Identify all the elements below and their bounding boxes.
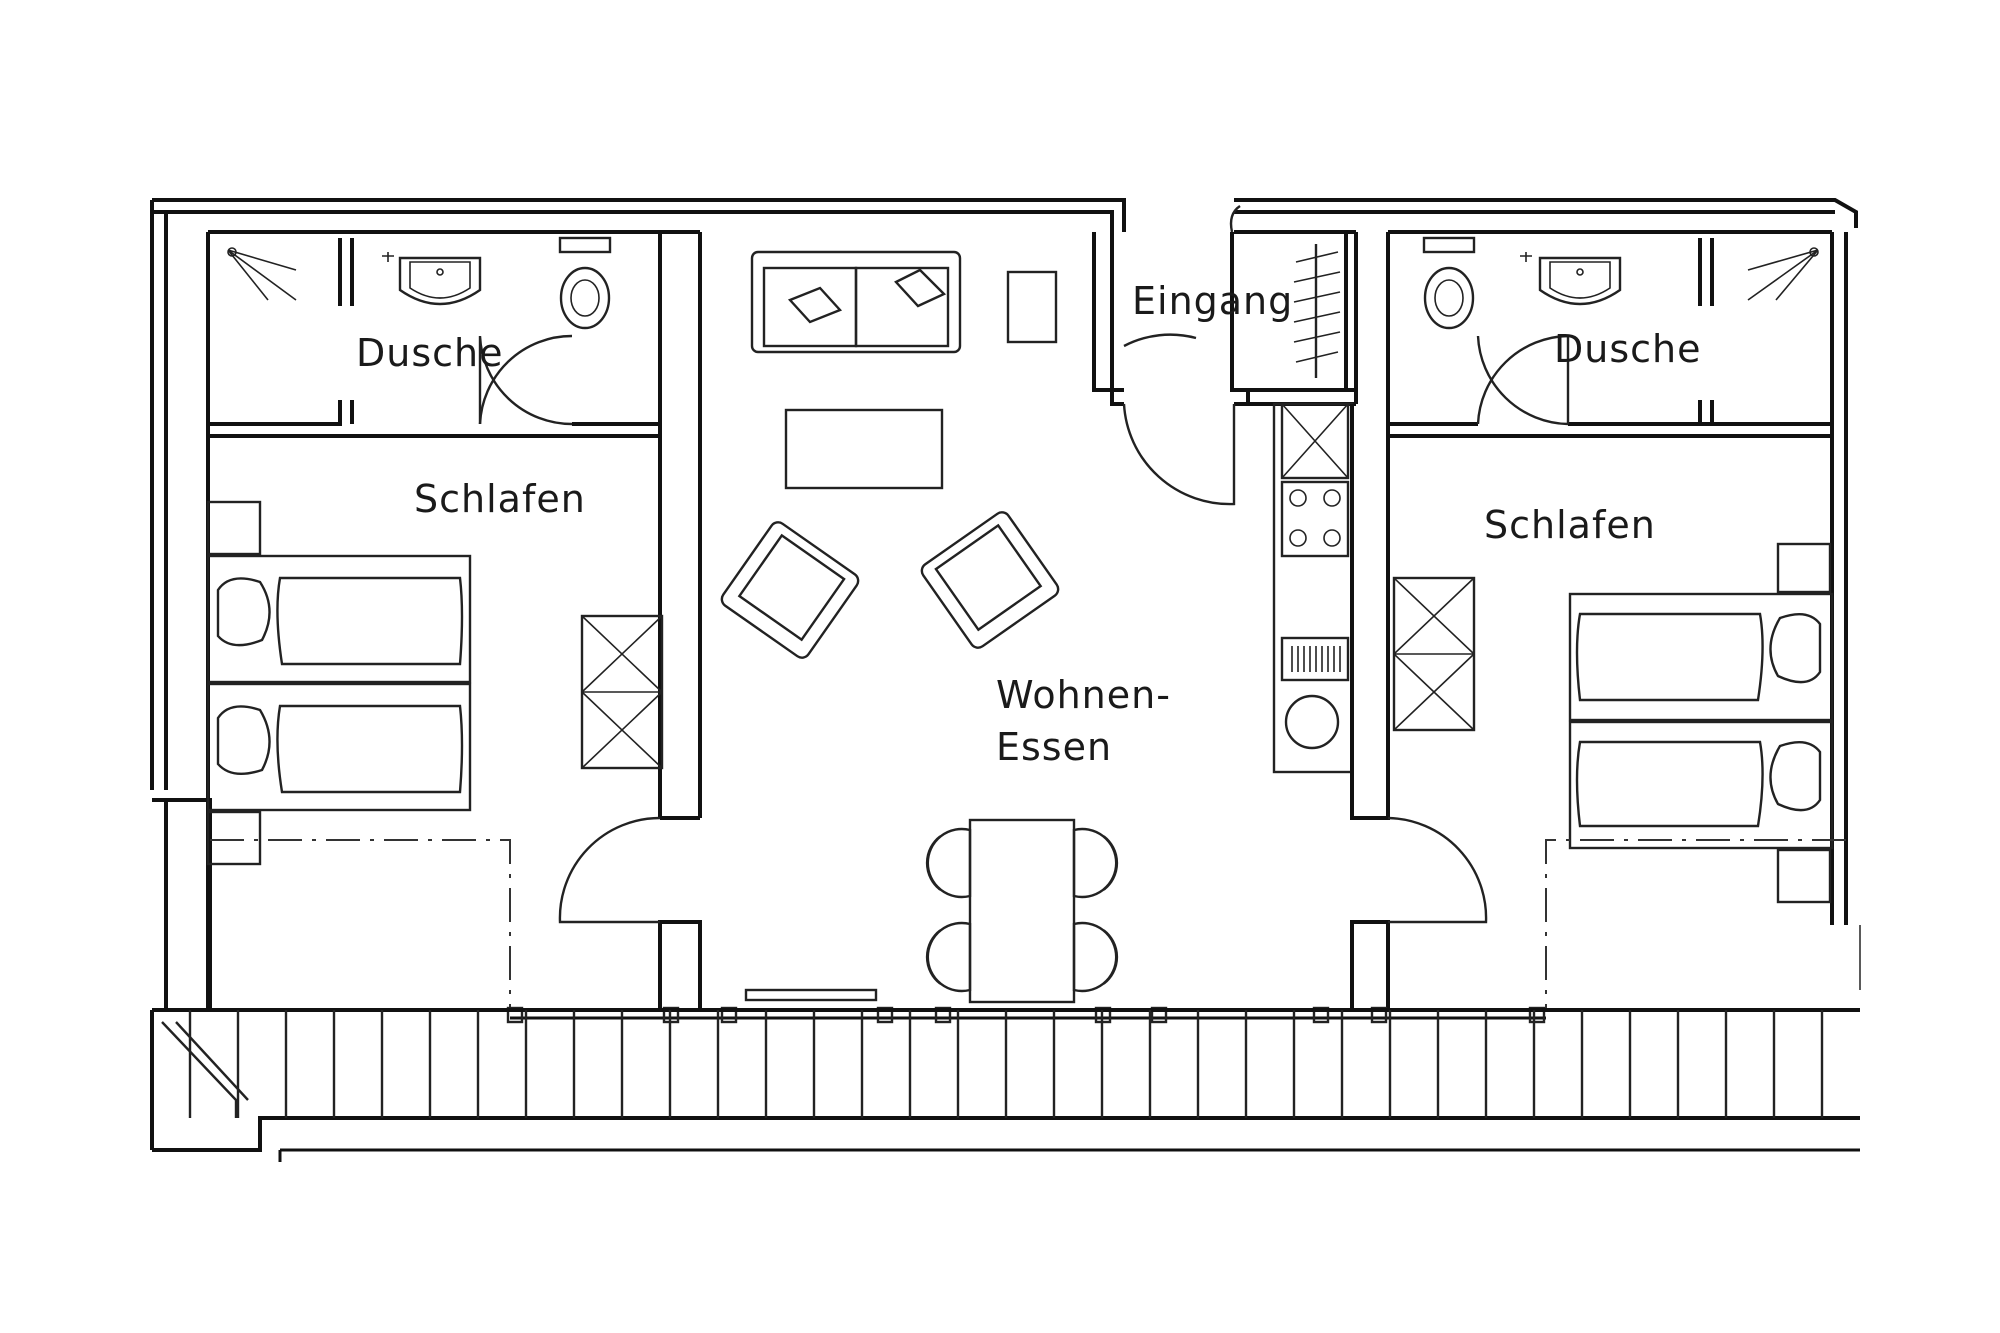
coat-rack xyxy=(1293,244,1341,378)
sink-right xyxy=(1520,252,1622,306)
sink-left xyxy=(382,252,482,306)
armchair-left xyxy=(720,521,860,659)
coffee-table xyxy=(784,408,944,490)
dining-table xyxy=(925,818,1119,1004)
outer-walls xyxy=(150,198,1861,1010)
shower-tray-left xyxy=(227,247,297,301)
room-label-sleep-right: Schlafen xyxy=(1484,503,1656,547)
left-bedroom-walls xyxy=(208,230,702,1012)
room-label-living-1: Wohnen- xyxy=(996,673,1171,717)
side-table xyxy=(1006,270,1058,344)
sofa xyxy=(750,250,962,354)
dashed-opening-right xyxy=(1545,839,1846,1010)
room-label-shower-right: Dusche xyxy=(1554,327,1702,371)
room-label-shower-left: Dusche xyxy=(356,331,504,375)
room-label-entrance: Eingang xyxy=(1132,279,1293,323)
room-label-living-2: Essen xyxy=(996,725,1112,769)
toilet-right xyxy=(1422,236,1476,330)
wardrobe-left xyxy=(580,614,664,770)
dashed-opening-left xyxy=(210,839,511,1010)
floor-mat xyxy=(744,988,878,1002)
bunk-beds-left xyxy=(206,500,472,866)
bunk-beds-right xyxy=(1568,542,1834,904)
wardrobe-right xyxy=(1392,576,1476,732)
right-bathroom xyxy=(1388,230,1832,426)
entrance-door xyxy=(1122,205,1241,506)
shower-tray-right xyxy=(1747,247,1819,301)
left-bathroom xyxy=(208,230,660,426)
door-arc-right-terrace xyxy=(1387,816,1488,924)
armchair-right xyxy=(920,511,1060,649)
room-label-sleep-left: Schlafen xyxy=(414,477,586,521)
toilet-left xyxy=(558,236,612,330)
living-room-walls xyxy=(1092,230,1358,406)
door-arc-left-terrace xyxy=(558,816,661,924)
balcony xyxy=(150,1008,1860,1162)
kitchen xyxy=(1272,402,1354,774)
